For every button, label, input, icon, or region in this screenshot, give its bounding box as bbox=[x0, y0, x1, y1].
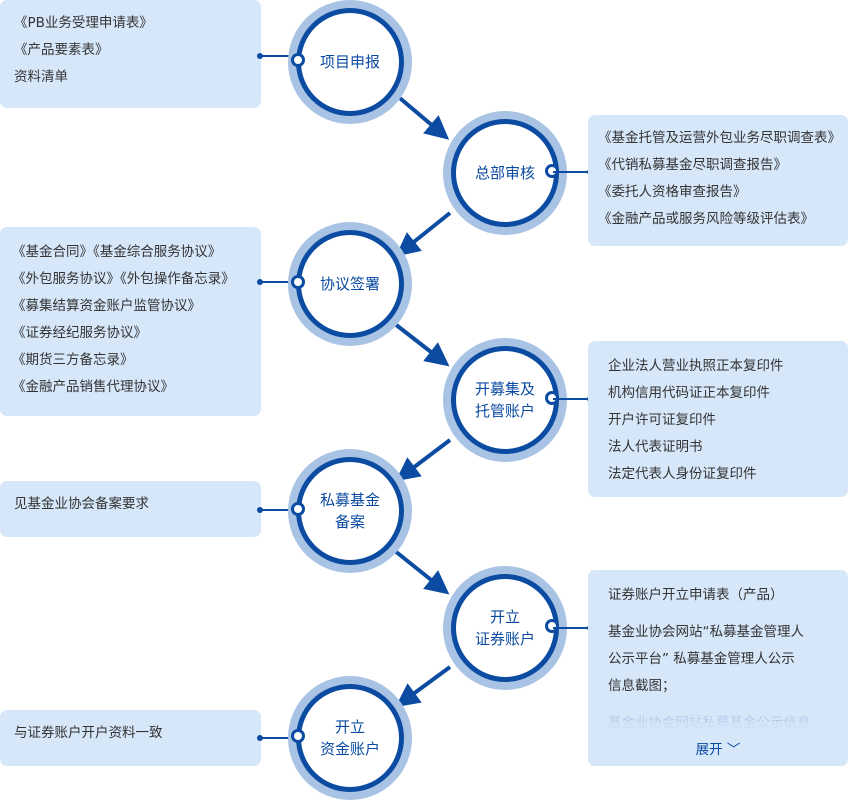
step-label: 开募集及 bbox=[474, 380, 535, 398]
step-label: 私募基金 bbox=[319, 491, 380, 509]
expand-overlay: 展开 ﹀ bbox=[588, 722, 848, 766]
step-dot bbox=[291, 275, 305, 289]
step-dot bbox=[291, 502, 305, 516]
doc-line: 《期货三方备忘录》 bbox=[12, 352, 134, 368]
step-label: 托管账户 bbox=[474, 402, 535, 420]
doc-box-4: 企业法人营业执照正本复印件 机构信用代码证正本复印件 开户许可证复印件 法人代表… bbox=[588, 341, 848, 497]
arrow-6 bbox=[395, 665, 452, 708]
arrow-3 bbox=[393, 322, 450, 367]
doc-line: 《基金托管及运营外包业务尽职调查表》 bbox=[598, 130, 841, 146]
step-open-securities-account[interactable]: 开立 证券账户 bbox=[443, 566, 567, 690]
doc-line: 《外包服务协议》《外包操作备忘录》 bbox=[12, 271, 235, 287]
step-label: 开立 bbox=[489, 608, 520, 626]
expand-button[interactable]: 展开 ﹀ bbox=[695, 742, 741, 758]
doc-line: 《金融产品或服务风险等级评估表》 bbox=[598, 211, 814, 227]
doc-box-2: 《基金托管及运营外包业务尽职调查表》 《代销私募基金尽职调查报告》 《委托人资格… bbox=[588, 115, 848, 246]
step-dot bbox=[291, 53, 305, 67]
doc-line: 基金业协会网站“私募基金管理人 bbox=[608, 624, 804, 640]
doc-line: 与证券账户开户资料一致 bbox=[14, 725, 163, 741]
doc-line: 《证券经纪服务协议》 bbox=[12, 325, 147, 341]
arrow-1 bbox=[393, 92, 450, 140]
step-open-fund-account[interactable]: 开立 资金账户 bbox=[288, 676, 412, 800]
step-label: 总部审核 bbox=[474, 164, 535, 182]
doc-line: 《基金合同》《基金综合服务协议》 bbox=[12, 244, 222, 260]
doc-line: 《PB业务受理申请表》 bbox=[14, 15, 153, 31]
connector bbox=[257, 279, 297, 285]
doc-box-3: 《基金合同》《基金综合服务协议》 《外包服务协议》《外包操作备忘录》 《募集结算… bbox=[0, 227, 261, 416]
step-open-raising-custody-account[interactable]: 开募集及 托管账户 bbox=[443, 338, 567, 462]
doc-box-5: 见基金业协会备案要求 bbox=[0, 481, 261, 537]
connector bbox=[553, 169, 593, 175]
doc-line: 法人代表证明书 bbox=[608, 439, 703, 455]
step-dot bbox=[291, 729, 305, 743]
step-label: 开立 bbox=[334, 718, 365, 736]
step-dot bbox=[545, 619, 559, 633]
arrow-5 bbox=[393, 549, 450, 595]
doc-line: 《产品要素表》 bbox=[14, 42, 109, 58]
doc-line: 资料清单 bbox=[14, 69, 68, 85]
doc-line: 《募集结算资金账户监管协议》 bbox=[12, 298, 201, 314]
doc-line: 开户许可证复印件 bbox=[608, 412, 716, 428]
connector bbox=[553, 625, 593, 631]
connector bbox=[257, 53, 297, 59]
step-project-application[interactable]: 项目申报 bbox=[288, 0, 412, 124]
step-agreement-signing[interactable]: 协议签署 bbox=[288, 222, 412, 346]
step-label: 备案 bbox=[334, 513, 365, 531]
doc-line: 机构信用代码证正本复印件 bbox=[608, 385, 770, 401]
step-label: 项目申报 bbox=[319, 53, 380, 71]
step-label: 证券账户 bbox=[474, 630, 535, 648]
doc-line: 《委托人资格审查报告》 bbox=[598, 184, 747, 200]
arrow-2 bbox=[395, 211, 452, 257]
doc-box-7: 与证券账户开户资料一致 bbox=[0, 710, 261, 766]
doc-line: 《代销私募基金尽职调查报告》 bbox=[598, 157, 787, 173]
step-label: 协议签署 bbox=[319, 275, 380, 293]
doc-line: 法定代表人身份证复印件 bbox=[608, 466, 757, 482]
doc-line: 证券账户开立申请表（产品） bbox=[608, 587, 784, 603]
doc-line: 见基金业协会备案要求 bbox=[14, 496, 149, 512]
connector bbox=[257, 507, 297, 513]
doc-line: 《金融产品销售代理协议》 bbox=[12, 379, 174, 395]
doc-line: 企业法人营业执照正本复印件 bbox=[608, 358, 784, 374]
doc-line: 信息截图； bbox=[608, 678, 676, 694]
arrow-4 bbox=[395, 438, 452, 482]
step-label: 资金账户 bbox=[319, 740, 380, 758]
step-hq-review[interactable]: 总部审核 bbox=[443, 111, 567, 235]
connector bbox=[553, 396, 593, 402]
connector bbox=[257, 735, 297, 741]
doc-box-1: 《PB业务受理申请表》 《产品要素表》 资料清单 bbox=[0, 0, 261, 108]
doc-line: 公示平台” 私募基金管理人公示 bbox=[608, 651, 795, 667]
step-fund-registration[interactable]: 私募基金 备案 bbox=[288, 449, 412, 573]
